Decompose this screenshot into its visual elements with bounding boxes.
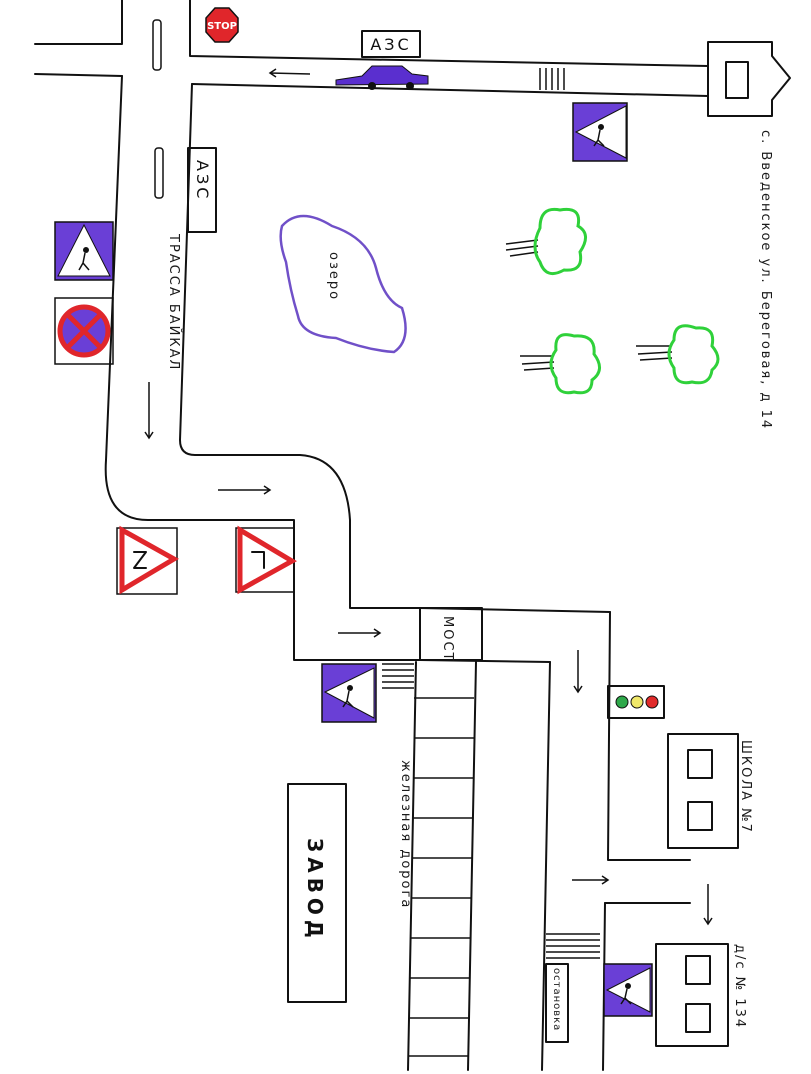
school-label: ШКОЛА №7 xyxy=(738,740,753,834)
arrow-right-bridge xyxy=(338,628,382,638)
double-curve-sign xyxy=(116,525,180,595)
kindergarten xyxy=(655,943,729,1047)
factory-label: ЗАВОД xyxy=(303,838,327,943)
school xyxy=(667,733,739,849)
no-stopping-sign xyxy=(54,297,114,365)
bridge: МОСТ xyxy=(419,607,483,662)
pedestrian-crossing-sign-bridge xyxy=(321,663,377,723)
curve-sign xyxy=(235,525,298,595)
azs-side-label: АЗС xyxy=(193,160,212,201)
lane-markings xyxy=(152,19,164,199)
bridge-label: МОСТ xyxy=(440,616,455,662)
arrow-down-right xyxy=(573,650,583,694)
lake: озеро xyxy=(279,214,407,354)
arrow-right-curve xyxy=(218,485,272,495)
car-icon xyxy=(335,65,429,90)
direction-arrows xyxy=(144,68,713,926)
trees xyxy=(505,207,720,395)
arrow-right-lower xyxy=(572,875,610,885)
gas-station-side: АЗС xyxy=(187,147,217,233)
tree-icon xyxy=(520,333,601,395)
stop-sign: STOP xyxy=(205,7,239,43)
tree-icon xyxy=(505,207,587,276)
traffic-light xyxy=(607,685,665,719)
stop-sign-text: STOP xyxy=(207,21,237,32)
arrow-down-highway xyxy=(144,382,154,440)
road-network xyxy=(34,0,709,1071)
crosswalk-top xyxy=(539,68,565,90)
pedestrian-crossing-sign-lower xyxy=(603,963,653,1017)
railway xyxy=(407,661,477,1071)
pedestrian-crossing-sign-left xyxy=(54,221,114,281)
gas-station-top: АЗС xyxy=(361,30,421,58)
crosswalk-lower xyxy=(546,933,600,959)
azs-top-label: АЗС xyxy=(370,35,411,54)
bus-stop: остановка xyxy=(545,963,569,1043)
crosswalk-bridge xyxy=(382,663,414,689)
lake-label: озеро xyxy=(326,252,341,301)
kindergarten-label: д/с № 134 xyxy=(732,944,747,1029)
highway-label: ТРАССА БАЙКАЛ xyxy=(166,233,182,371)
pedestrian-crossing-sign-top xyxy=(572,102,628,162)
factory: ЗАВОД xyxy=(287,783,347,1003)
house-address xyxy=(707,41,791,117)
tree-icon xyxy=(636,324,720,385)
address-label: с. Введенское ул. Береговая, д 14 xyxy=(758,130,773,430)
bus-stop-label: остановка xyxy=(551,968,562,1031)
arrow-left-top xyxy=(268,68,311,78)
railway-label: железная дорога xyxy=(398,760,413,909)
arrow-down-lower xyxy=(703,884,713,926)
